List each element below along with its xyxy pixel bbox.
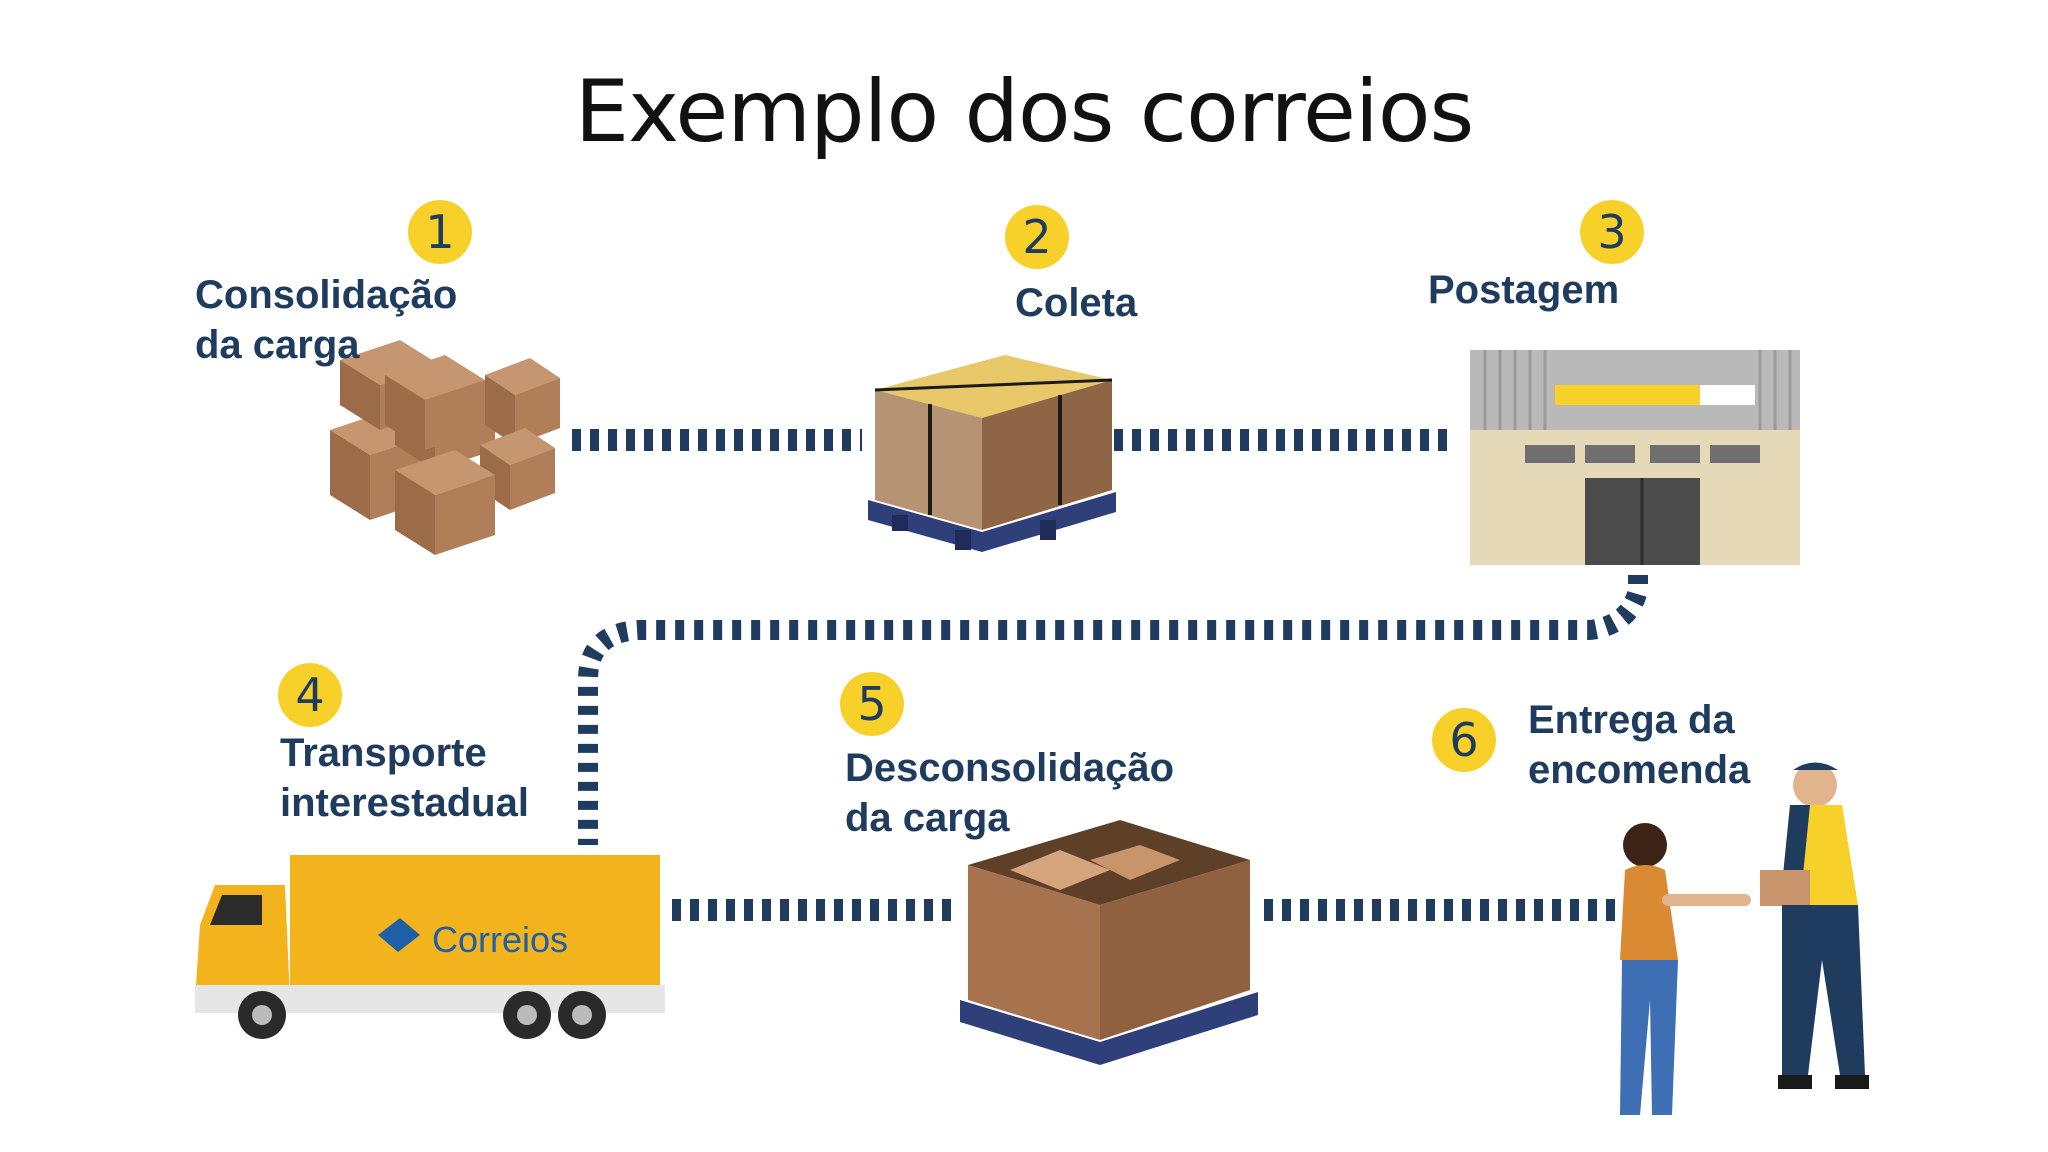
- step-2-number: 2: [1005, 205, 1069, 269]
- truck-brand-text: Correios: [432, 919, 568, 960]
- step-2-label: Coleta: [1015, 281, 1138, 325]
- step-3-label: Postagem: [1428, 268, 1620, 312]
- step-5-label: Desconsolidação da carga: [845, 746, 1175, 840]
- step-5-number: 5: [840, 672, 904, 736]
- step-4-number: 4: [278, 663, 342, 727]
- courier-delivery-icon: [1620, 762, 1869, 1115]
- step-1-label: Consolidação da carga: [195, 273, 458, 367]
- delivery-truck-icon: Correios: [195, 855, 665, 1039]
- step-4-label: Transporte interestadual: [280, 731, 529, 825]
- step-6-label: Entrega da encomenda: [1528, 698, 1751, 792]
- step-1-number: 1: [408, 200, 472, 264]
- slide-title: Exemplo dos correios: [574, 62, 1475, 162]
- post-office-building-icon: [1470, 350, 1800, 565]
- wrapped-pallet-icon: [868, 355, 1116, 552]
- step-6-number: 6: [1432, 708, 1496, 772]
- step-3-number: 3: [1580, 200, 1644, 264]
- stacked-boxes-icon: [330, 340, 560, 555]
- flow-connector-3-4: [578, 575, 1648, 845]
- open-box-pallet-icon: [960, 820, 1258, 1065]
